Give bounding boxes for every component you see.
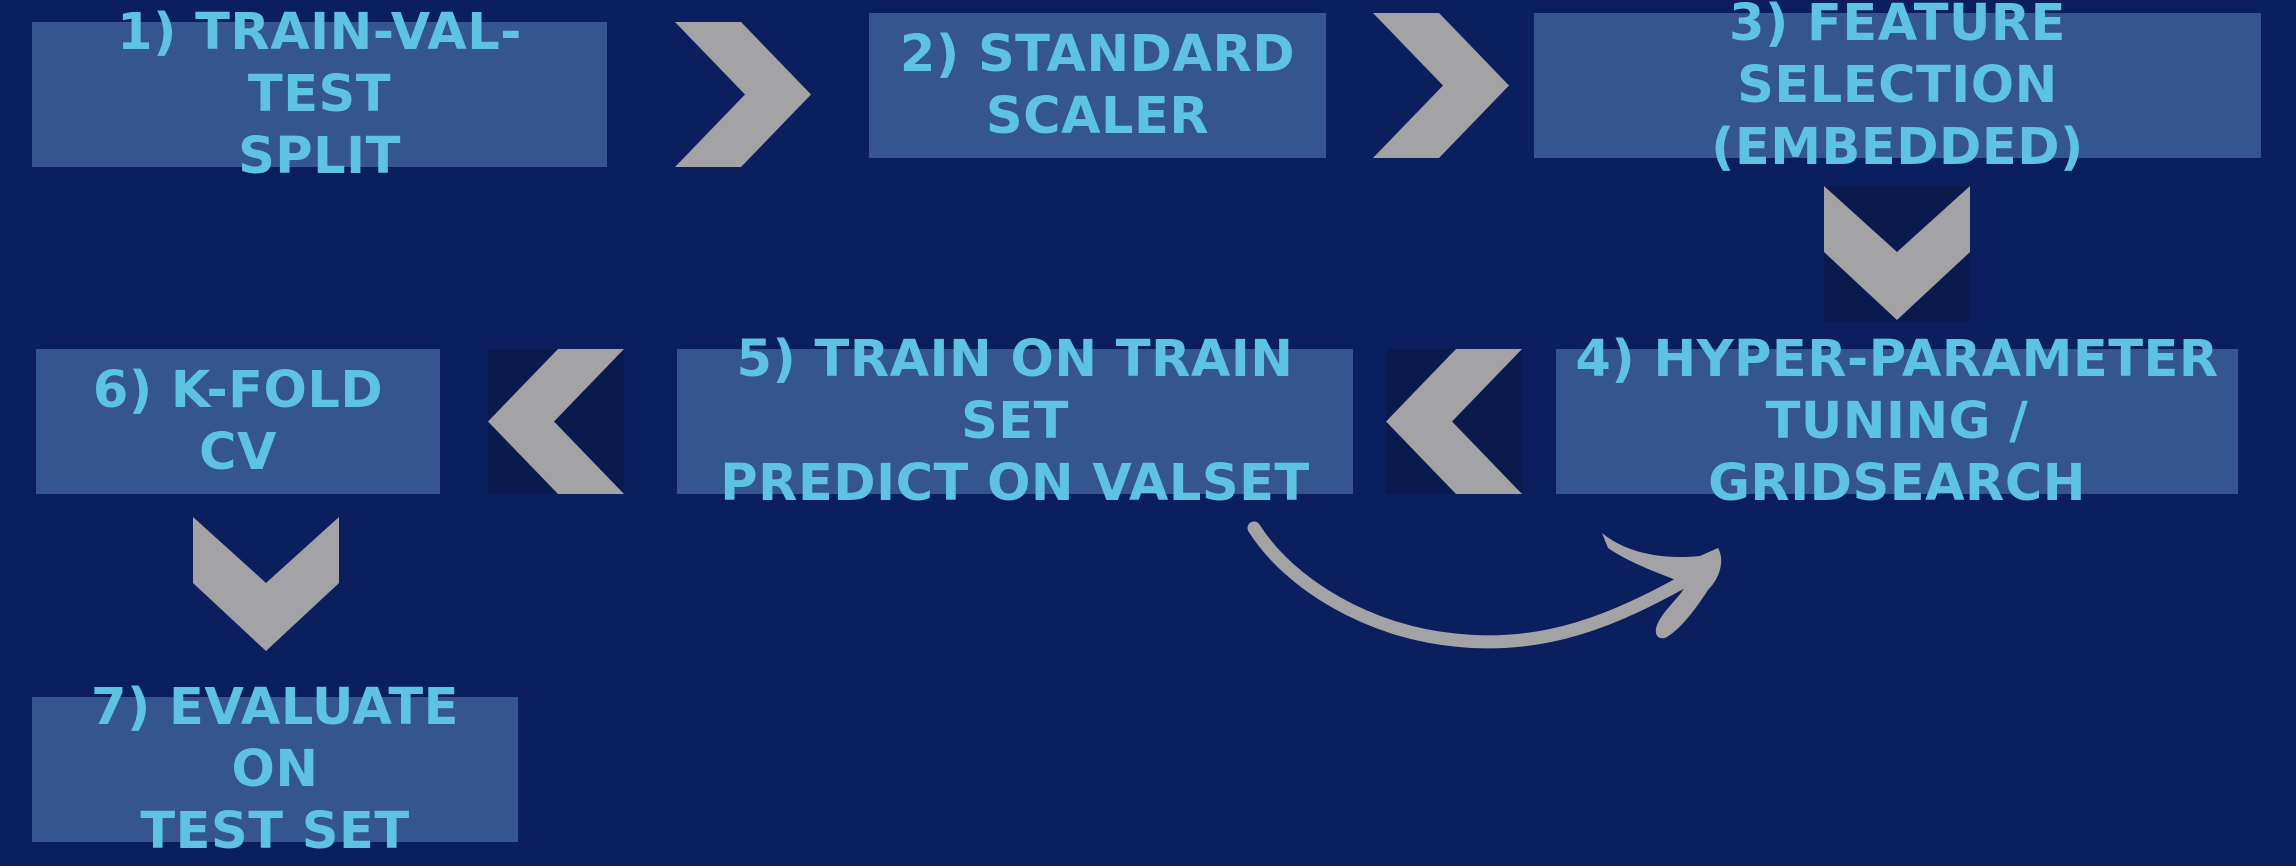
- step-3-box: 3) FEATURE SELECTION (EMBEDDED): [1534, 0, 2261, 177]
- chevron-down-icon: [1824, 186, 1970, 322]
- step-1-label: 1) TRAIN-VAL-TEST SPLIT: [117, 2, 522, 186]
- step-1-box: 1) TRAIN-VAL-TEST SPLIT: [32, 3, 607, 186]
- step-5-label: 5) TRAIN ON TRAIN SET PREDICT ON VALSET: [720, 329, 1310, 513]
- chevron-right-icon: [675, 22, 811, 167]
- step-2-label: 2) STANDARD SCALER: [899, 24, 1296, 146]
- step-6-box: 6) K-FOLD CV: [36, 349, 440, 494]
- chevron-right-icon: [1373, 13, 1509, 158]
- step-3-label: 3) FEATURE SELECTION (EMBEDDED): [1711, 0, 2084, 177]
- chevron-left-icon: [488, 349, 624, 494]
- chevron-left-icon: [1386, 349, 1522, 494]
- step-5-box: 5) TRAIN ON TRAIN SET PREDICT ON VALSET: [677, 330, 1353, 513]
- step-7-box: 7) EVALUATE ON TEST SET: [32, 678, 518, 861]
- step-7-label: 7) EVALUATE ON TEST SET: [90, 677, 460, 861]
- chevron-down-icon: [193, 517, 339, 651]
- step-4-box: 4) HYPER-PARAMETER TUNING / GRIDSEARCH: [1556, 330, 2238, 513]
- step-4-label: 4) HYPER-PARAMETER TUNING / GRIDSEARCH: [1575, 329, 2219, 513]
- step-2-box: 2) STANDARD SCALER: [869, 13, 1326, 158]
- step-6-label: 6) K-FOLD CV: [92, 360, 384, 482]
